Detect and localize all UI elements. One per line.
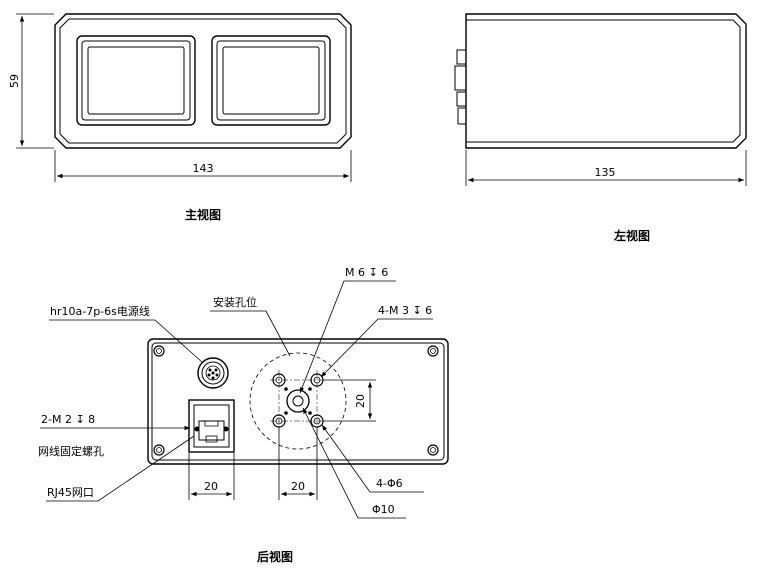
back-housing-inner — [151, 342, 445, 461]
back-housing-outer — [147, 338, 449, 465]
front-view: 59 143 主视图 — [8, 13, 352, 222]
left-connector-bottom — [456, 91, 467, 107]
front-right-window-glass — [222, 46, 320, 115]
label-four-threads: 4-M 3 ↧ 6 — [378, 304, 432, 317]
front-width-dimension: 143 — [54, 150, 352, 182]
front-left-window-bezel — [81, 40, 191, 121]
left-view-caption: 左视图 — [613, 228, 650, 243]
left-connector-top — [456, 49, 467, 65]
label-rj45: RJ45网口 — [47, 486, 94, 499]
front-right-window-frame — [211, 35, 331, 126]
rj45-port — [188, 399, 235, 453]
label-center-hole: Φ10 — [372, 503, 395, 516]
back-view-caption: 后视图 — [257, 549, 293, 564]
label-four-holes: 4-Φ6 — [376, 477, 403, 490]
front-right-window-bezel — [216, 40, 326, 121]
mount-hole-pattern — [249, 352, 347, 450]
left-length-dimension: 135 — [465, 150, 747, 186]
front-left-window-glass — [87, 46, 185, 115]
front-view-caption: 主视图 — [185, 207, 221, 222]
back-vertical-dimension: 20 — [324, 379, 376, 422]
left-view: 135 左视图 — [454, 13, 747, 243]
back-corner-screws — [153, 345, 439, 456]
label-side-thread-desc: 网线固定螺孔 — [38, 444, 104, 458]
label-mount-holes: 安装孔位 — [213, 295, 257, 309]
back-hole-spacing-label: 20 — [291, 480, 305, 493]
label-center-thread: M 6 ↧ 6 — [345, 266, 388, 279]
left-housing-inner — [466, 19, 741, 143]
front-height-dimension: 59 — [8, 13, 54, 149]
label-power-connector: hr10a-7p-6s电源线 — [50, 304, 150, 318]
front-height-label: 59 — [8, 74, 21, 88]
front-housing-inner — [59, 18, 347, 144]
back-rj45-dimension: 20 — [188, 453, 235, 500]
label-side-thread: 2-M 2 ↧ 8 — [41, 413, 95, 426]
power-connector — [197, 357, 229, 389]
back-vertical-dim-label: 20 — [354, 394, 367, 408]
back-view: 20 20 20 — [38, 266, 449, 564]
left-length-label: 135 — [595, 166, 616, 179]
left-housing-outer — [465, 13, 747, 149]
back-leaders — [40, 280, 433, 519]
front-width-label: 143 — [193, 162, 214, 175]
back-rj45-dim-label: 20 — [204, 480, 218, 493]
left-connector-mid — [454, 65, 467, 91]
front-left-window-frame — [76, 35, 196, 126]
back-hole-spacing-dimension: 20 — [278, 428, 318, 500]
front-housing-outer — [54, 13, 352, 149]
